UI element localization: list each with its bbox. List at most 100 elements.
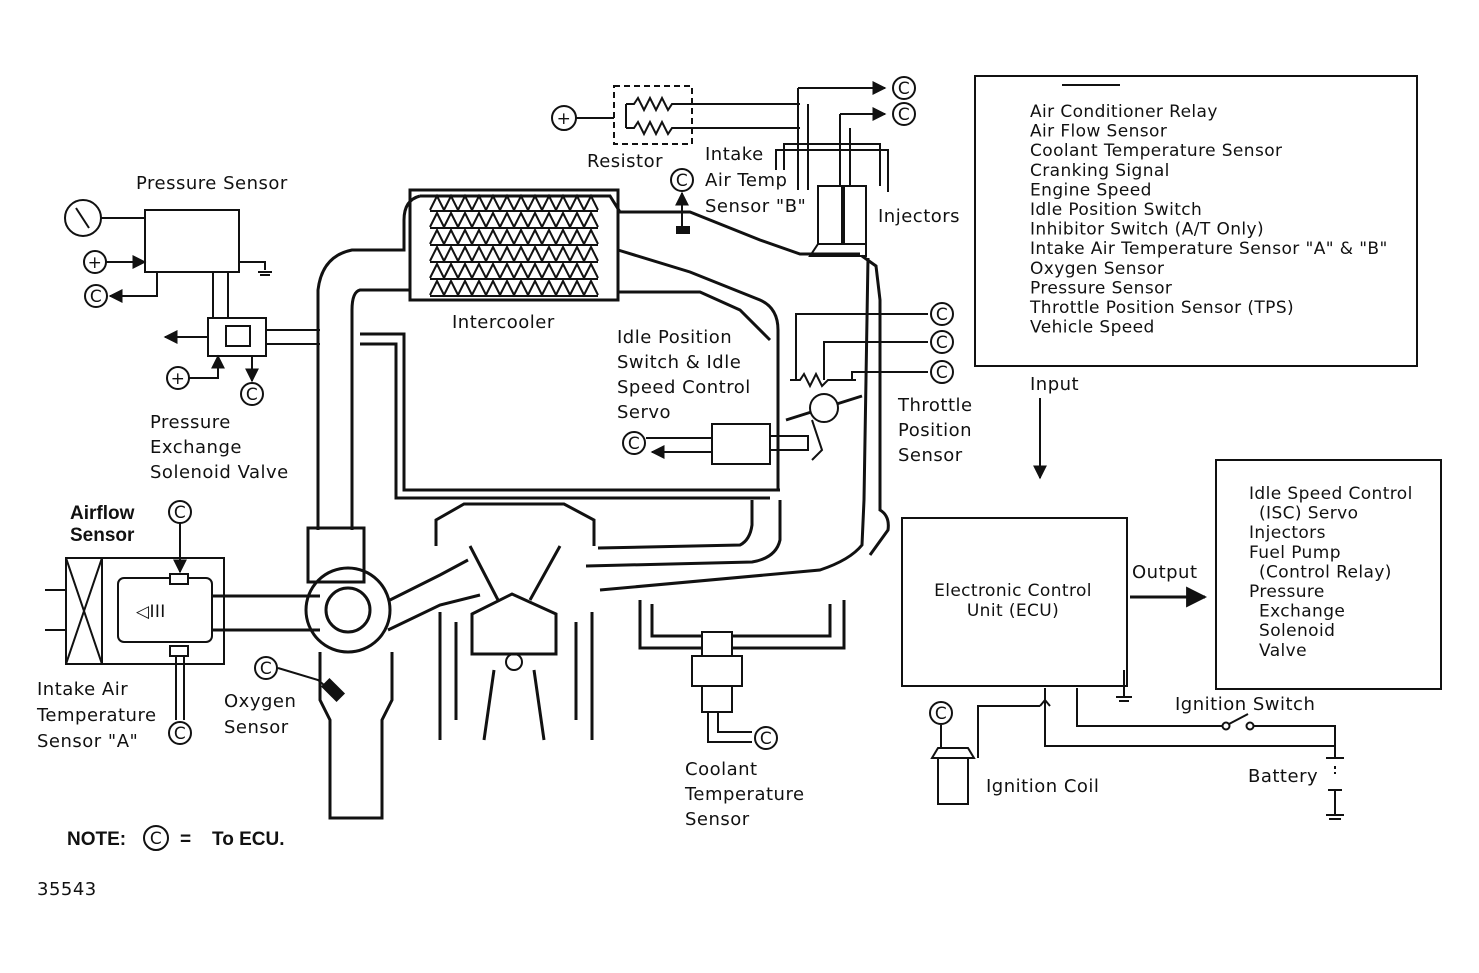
battery-label: Battery [1248, 766, 1318, 787]
intercooler-outlet-duct-top [420, 194, 860, 256]
intercooler-label: Intercooler [452, 312, 555, 333]
tps-c3-symbol [930, 360, 954, 384]
output-list-item: Idle Speed Control [1249, 484, 1413, 504]
airflow-sensor-label-2: Sensor [70, 525, 135, 546]
pressure-sensor-c-letter: C [90, 287, 102, 307]
input-list-item: Air Flow Sensor [1030, 122, 1167, 142]
pressure-exchange-label-3: Solenoid Valve [150, 462, 289, 483]
isc-c-symbol [622, 431, 646, 455]
idle-switch-label-4: Servo [617, 402, 671, 423]
turbo-exhaust-inlet [387, 558, 481, 632]
coolant-label-1: Coolant [685, 759, 758, 780]
output-list-item: Injectors [1249, 523, 1326, 543]
note-c-letter: C [150, 829, 162, 849]
tps-wire-1 [795, 313, 928, 380]
input-list-item: Air Conditioner Relay [1030, 102, 1218, 122]
pressure-sensor-box [144, 209, 240, 273]
output-list-item: Pressure [1249, 582, 1325, 602]
injector-c2-symbol [892, 102, 916, 126]
input-list-item: Vehicle Speed [1030, 318, 1155, 338]
airflow-c-letter: C [174, 503, 186, 523]
switch-to-battery-wire [1254, 725, 1336, 758]
cylinder-head-top [434, 502, 596, 546]
idle-switch-label-2: Switch & Idle [617, 352, 741, 373]
ignition-switch-contact-right [1245, 721, 1255, 731]
throttle-linkage [811, 419, 824, 461]
input-list-item: Cranking Signal [1030, 161, 1170, 181]
airflow-meter-body [117, 577, 213, 643]
plus-to-solenoid-wire [189, 354, 225, 379]
isc-servo-plunger [770, 435, 809, 451]
resistor-element-1 [626, 95, 800, 113]
air-temp-a-label-2: Temperature [36, 705, 157, 726]
note-equals: = [180, 829, 191, 850]
ignition-coil-label: Ignition Coil [986, 776, 1099, 797]
resistor-label: Resistor [587, 151, 663, 172]
coil-c-symbol [929, 701, 953, 725]
output-list-item: Solenoid [1259, 621, 1335, 641]
ignition-switch-contact-left [1221, 721, 1231, 731]
input-list-item: Intake Air Temperature Sensor "A" & "B" [1030, 239, 1388, 259]
throttle-duct-left [617, 248, 780, 490]
manifold-right-wall [599, 257, 870, 592]
input-list-item: Oxygen Sensor [1030, 259, 1164, 279]
intercooler-bottom-duct [618, 290, 772, 342]
input-list-item: Idle Position Switch [1030, 200, 1202, 220]
oxygen-sensor-label-1: Oxygen [224, 691, 296, 712]
solenoid-outlet-hoses [266, 329, 320, 345]
oxygen-c-symbol [254, 656, 278, 680]
oxygen-sensor-label-2: Sensor [224, 717, 289, 738]
ecu-battery-wire [1044, 688, 1335, 747]
isc-servo-body [711, 423, 771, 465]
air-temp-a-c-symbol [168, 721, 192, 745]
bypass-duct-outer [360, 332, 780, 492]
intercooler-fin-row [429, 210, 599, 230]
coil-c-letter: C [935, 704, 947, 724]
tps-c1-letter: C [936, 305, 948, 325]
injector-c2-letter: C [898, 105, 910, 125]
resistor-element-2 [626, 119, 800, 137]
throttle-body-right-duct [861, 254, 890, 556]
injector-rail [808, 243, 867, 257]
note-c-symbol [143, 825, 169, 851]
coolant-sensor-hex [691, 655, 743, 687]
intercooler-fin-row [429, 244, 599, 264]
tps-label-3: Sensor [898, 445, 963, 466]
coolant-passage-outer [638, 600, 846, 650]
airflow-sensor-label-1: Airflow [70, 503, 135, 524]
coolant-c-letter: C [760, 729, 772, 749]
pressure-sensor-label: Pressure Sensor [136, 173, 288, 194]
injector-c1-letter: C [898, 79, 910, 99]
output-list-item: (ISC) Servo [1259, 504, 1358, 524]
input-list-item: Pressure Sensor [1030, 278, 1172, 298]
piston-pin [505, 653, 523, 671]
injector-c1-symbol [892, 76, 916, 100]
air-temp-b-c-letter: C [676, 171, 688, 191]
output-label: Output [1132, 562, 1198, 583]
coolant-sensor-head [701, 631, 733, 657]
ecu-box [901, 517, 1128, 687]
idle-switch-label-3: Speed Control [617, 377, 751, 398]
pressure-exchange-solenoid-core [225, 325, 251, 347]
pressure-exchange-label-1: Pressure [150, 412, 231, 433]
solenoid-c-symbol [240, 382, 264, 406]
input-list-item: Throttle Position Sensor (TPS) [1029, 298, 1294, 318]
input-list-item: Coolant Temperature Sensor [1030, 141, 1282, 161]
air-temp-a-label-1: Intake Air [37, 679, 128, 700]
tps-c1-symbol [930, 302, 954, 326]
coolant-label-3: Sensor [685, 809, 750, 830]
ecu-ground-symbol [1116, 670, 1132, 702]
intake-pipe-to-turbo [212, 594, 320, 632]
air-temp-b-sensor [676, 226, 690, 234]
air-temp-a-probe [175, 656, 185, 720]
tps-label-1: Throttle [897, 395, 973, 416]
exhaust-downpipe [318, 652, 394, 820]
input-label: Input [1030, 374, 1079, 395]
bypass-duct-inner [360, 342, 770, 500]
oxygen-sensor-body [320, 677, 346, 703]
turbocharger-wheel [324, 586, 372, 634]
tps-wire-3 [851, 371, 928, 380]
ignition-coil-cap [930, 747, 976, 759]
